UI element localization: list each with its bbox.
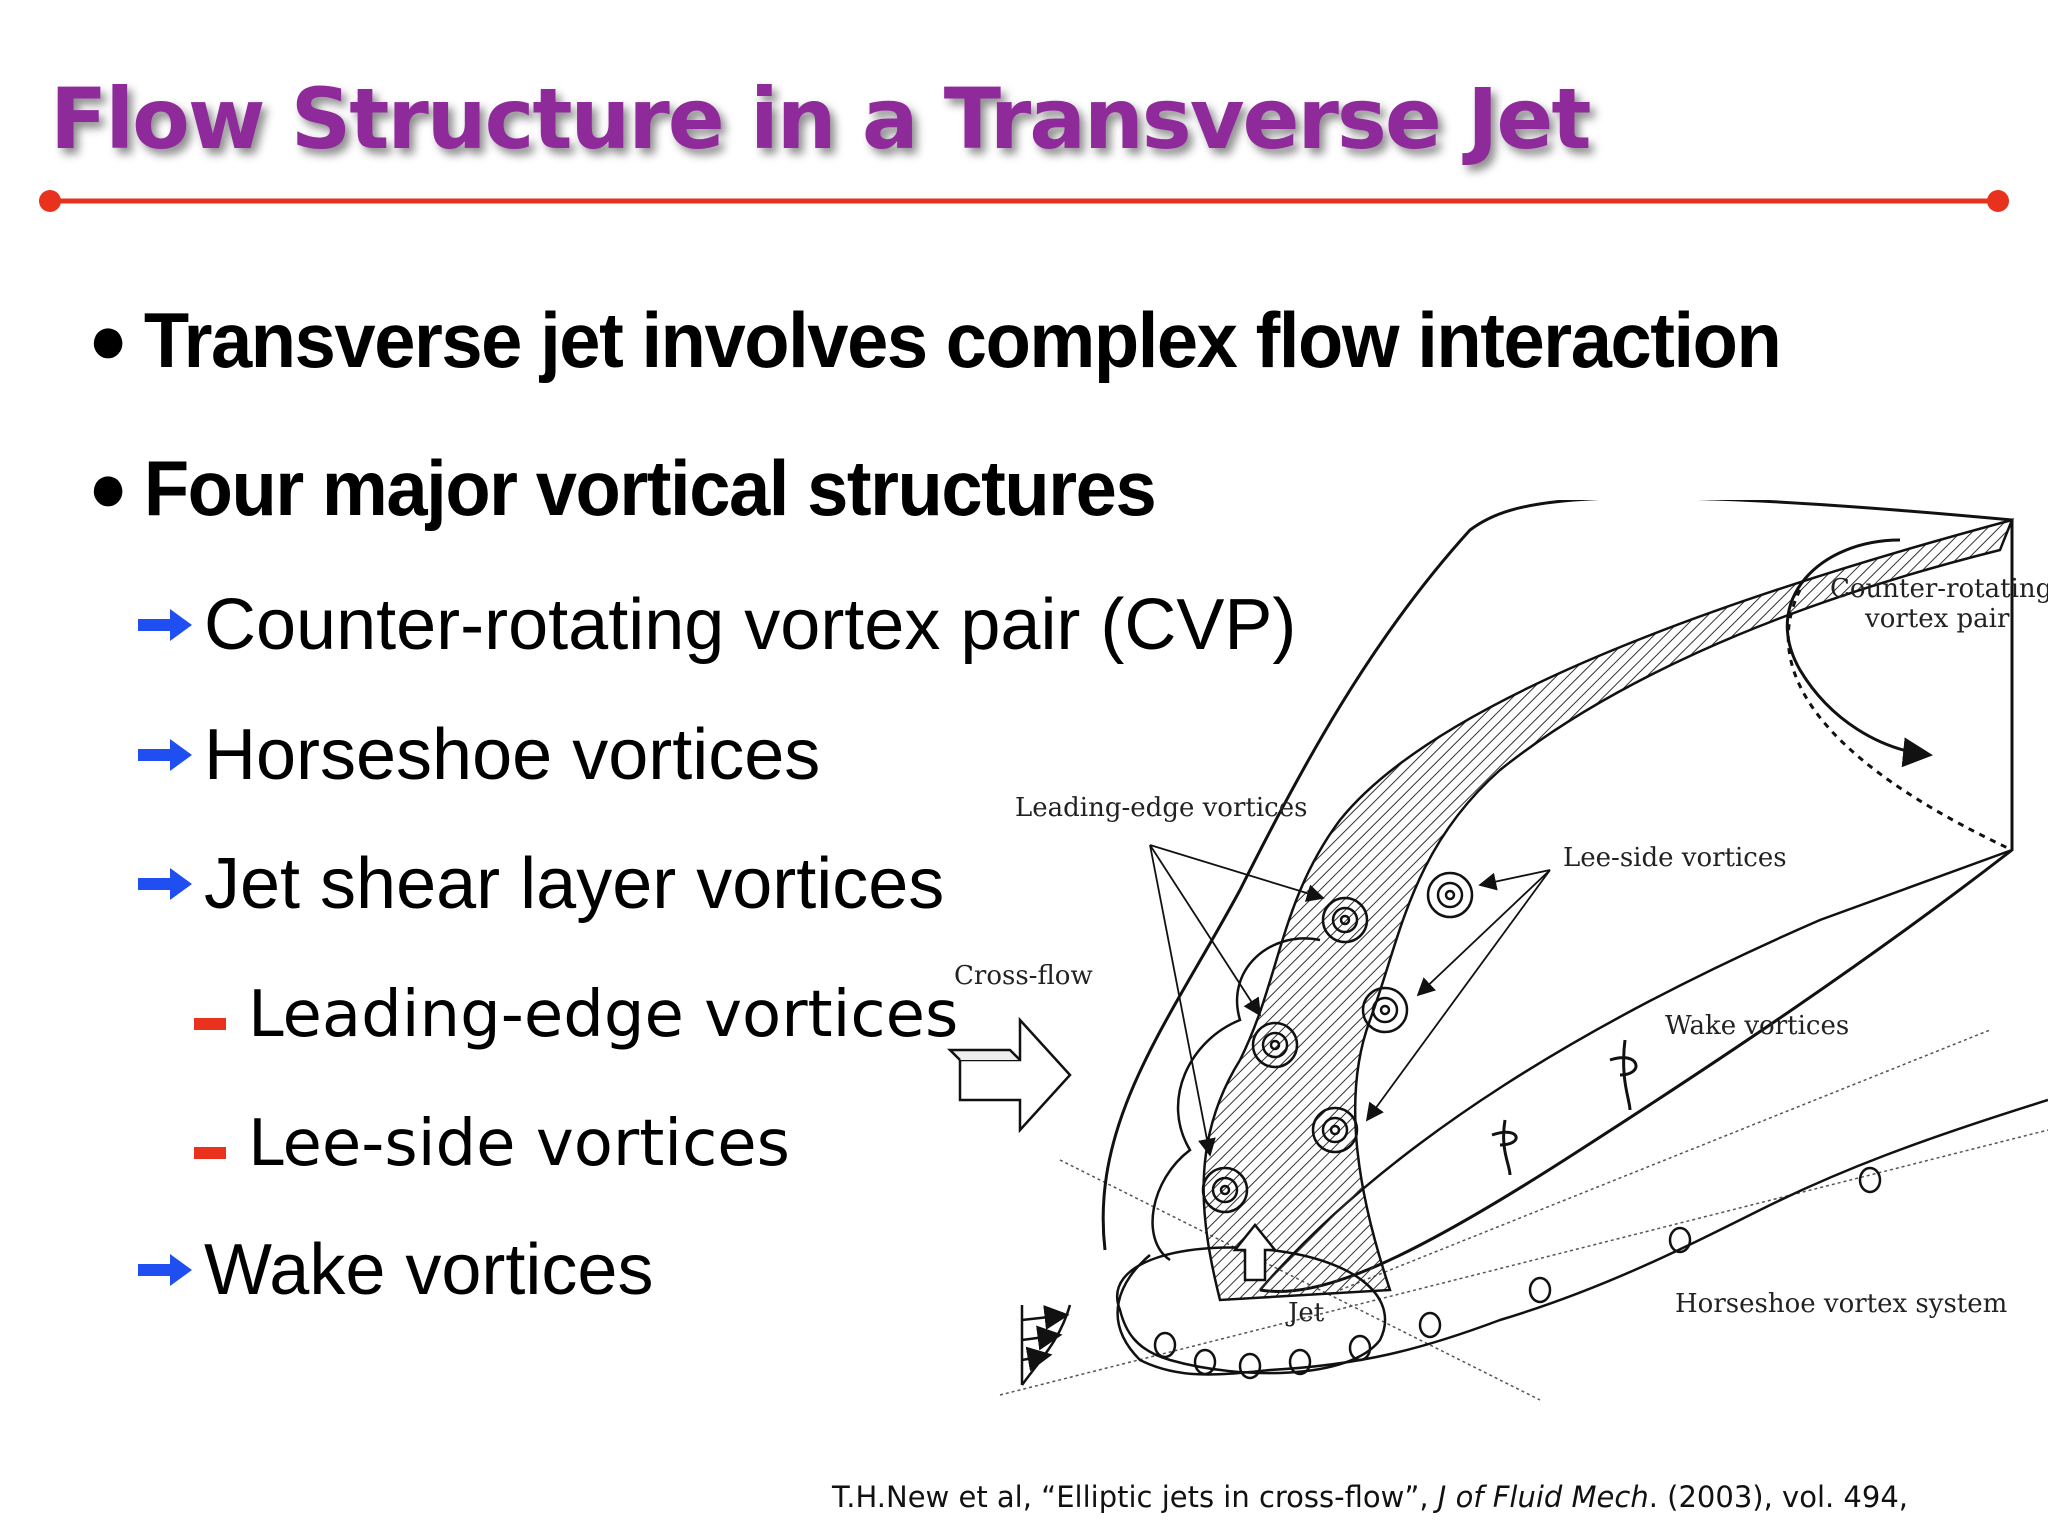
lee-side-vortex-cores (1311, 871, 1474, 1154)
horseshoe-loops (1153, 1166, 1882, 1380)
jet-inflow-arrow-icon (1232, 1222, 1278, 1282)
bullet-item: ●Transverse jet involves complex flow in… (88, 295, 1782, 386)
sub-bullet-item: Counter-rotating vortex pair (CVP) (136, 584, 1296, 666)
sub-sub-bullet-text: Lee-side vortices (248, 1107, 790, 1181)
right-arrow-icon (138, 609, 192, 641)
sub-bullet-item: Horseshoe vortices (136, 714, 820, 796)
wake-vortex-marks (1491, 1039, 1638, 1176)
wake-axis-line (1339, 1029, 1991, 1291)
label-cvp-line1: Counter-rotating (1830, 574, 2048, 604)
citation-journal: J of Fluid Mech (1437, 1480, 1649, 1514)
red-dash-icon (194, 1018, 226, 1030)
sub-bullet-item: Jet shear layer vortices (136, 843, 944, 925)
label-cvp-line2: vortex pair (1864, 604, 2010, 634)
sub-bullet-text: Jet shear layer vortices (204, 844, 945, 924)
red-dash-icon (194, 1147, 226, 1159)
sub-sub-bullet-item: Lee-side vortices (194, 1107, 790, 1181)
bullet-dot-icon: ● (88, 448, 128, 526)
label-cross-flow: Cross-flow (954, 961, 1093, 991)
left-wavy-edge (1151, 937, 1321, 1262)
sub-bullet-text: Counter-rotating vortex pair (CVP) (204, 585, 1297, 665)
citation-details: . (2003), vol. 494, (1648, 1480, 1909, 1514)
sub-bullet-text: Horseshoe vortices (204, 715, 821, 795)
lee-side-pointers (1365, 869, 1551, 1122)
leading-edge-pointers (1149, 844, 1325, 1157)
right-arrow-icon (138, 739, 192, 771)
label-leading-edge: Leading-edge vortices (1015, 793, 1307, 823)
label-lee-side: Lee-side vortices (1563, 843, 1787, 873)
citation: T.H.New et al, “Elliptic jets in cross-f… (832, 1480, 1908, 1514)
bullet-item: ●Four major vortical structures (88, 443, 1157, 534)
sub-sub-bullet-item: Leading-edge vortices (194, 978, 958, 1052)
sub-bullet-text: Wake vortices (204, 1230, 654, 1310)
sub-sub-bullet-text: Leading-edge vortices (248, 978, 959, 1052)
sub-bullet-item: Wake vortices (136, 1229, 653, 1311)
slide-title: Flow Structure in a Transverse Jet (50, 70, 1591, 168)
cross-flow-arrow-icon (946, 1016, 1072, 1134)
horseshoe-vortex-chain (1116, 1098, 2048, 1376)
jet-exit-ellipse (1116, 1246, 1387, 1375)
right-arrow-icon (138, 868, 192, 900)
leading-edge-vortex-cores (1201, 896, 1369, 1214)
inflow-profile (1020, 1304, 1072, 1386)
title-underline (39, 190, 2009, 212)
label-horseshoe: Horseshoe vortex system (1675, 1289, 2007, 1319)
plume-outline (1101, 500, 2014, 1293)
label-jet: Jet (1285, 1298, 1325, 1328)
right-arrow-icon (138, 1254, 192, 1286)
citation-authors: T.H.New et al, “Elliptic jets in cross-f… (832, 1480, 1438, 1514)
bullet-text: Transverse jet involves complex flow int… (143, 296, 1782, 384)
jet-flow-diagram: Counter-rotating vortex pair Leading-edg… (946, 500, 2048, 1401)
label-wake: Wake vortices (1665, 1011, 1849, 1041)
bullet-dot-icon: ● (88, 300, 128, 378)
cvp-loop (1786, 538, 1933, 768)
bullet-text: Four major vortical structures (143, 444, 1157, 532)
cvp-dashed-loop (1786, 589, 2013, 852)
